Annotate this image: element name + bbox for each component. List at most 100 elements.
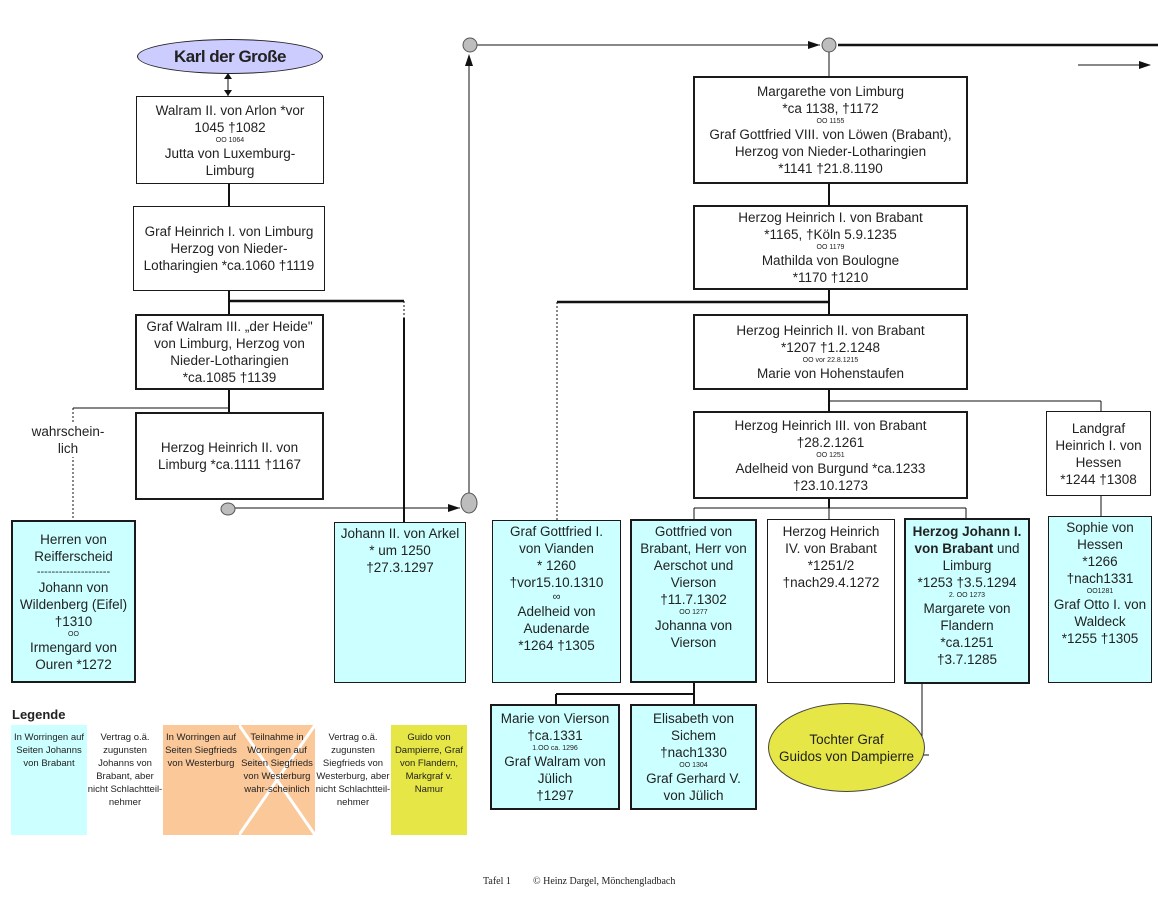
margarethe-line: *ca 1138, †1172 [782,101,879,116]
heinrich-ii-brabant-line: Marie von Hohenstaufen [756,366,905,381]
marriage-note: 2. OO 1273 [948,592,986,599]
marriage-note: OO 1277 [679,609,708,616]
heinrich-i-brabant-line: *1170 †1210 [792,270,869,285]
marriage-note: OO 1304 [679,762,708,769]
heinrich-ii-limburg-line: Herzog Heinrich II. von [160,440,299,455]
heinrich-ii-limburg-box: Herzog Heinrich II. von Limburg *ca.1111… [135,412,324,500]
gottfried-aerschot-line: Gottfried von [654,524,733,539]
marriage-note: ∞ [552,591,561,603]
vianden-line: von Vianden [519,541,594,556]
johann-i-line: Flandern [940,618,994,633]
johann-i-line: †3.7.1285 [936,652,998,667]
marriage-note: OO 1251 [816,451,845,459]
heinrich-ii-limburg-line: Limburg *ca.1111 †1167 [157,457,302,472]
hessen-line: Hessen [1075,454,1122,470]
reifferscheid-line: Ouren *1272 [35,656,112,672]
tochter-line: Guidos von Dampierre [778,748,915,764]
margarethe-line: Graf Gottfried VIII. von Löwen (Brabant)… [709,127,952,142]
johann-i-line: *1253 †3.5.1294 [917,575,1017,590]
wahrscheinlich-line: wahrschein- [31,424,105,439]
marie-vierson-line: †1297 [536,788,574,803]
elisabeth-line: †nach1330 [660,745,727,760]
gottfried-aerschot-line: Johanna von [654,618,733,633]
elisabeth-box: Elisabeth von Sichem †nach1330 OO 1304 G… [630,704,757,810]
marie-vierson-line: †ca.1331 [527,728,583,743]
heinrich-i-limburg-line: Herzog von Nieder- [170,241,288,256]
legend-title: Legende [12,707,66,722]
gottfried-aerschot-line: Vierson [670,635,717,650]
walram-ii-line: Jutta von Luxemburg- [164,145,296,161]
johann-i-line: Limburg [942,558,992,573]
johann-i-line: Margarete von [923,601,1011,616]
legend-item-dampierre: Guido von Dampierre, Graf von Flandern, … [391,725,467,835]
heinrich-i-brabant-line: *1165, †Köln 5.9.1235 [764,227,897,242]
sophie-line: Waldeck [1074,614,1126,629]
johann-i-name: Herzog Johann I. [912,524,1022,539]
johann-i-title-line: von Brabant und [906,540,1028,557]
heinrich-i-brabant-line: Herzog Heinrich I. von Brabant [738,210,923,225]
sophie-box: Sophie von Hessen *1266 †nach1331 OO1281… [1048,516,1152,683]
arkel-line: †27.3.1297 [366,560,434,575]
heinrich-iv-line: Herzog Heinrich [782,524,880,539]
legend-item-johann-side: In Worringen auf Seiten Johanns von Brab… [11,725,87,835]
vianden-line: Adelheid von [517,604,596,619]
marriage-note: OO vor 22.8.1215 [802,357,859,364]
gottfried-aerschot-line: Vierson [670,575,717,590]
reifferscheid-line: Reifferscheid [34,548,113,564]
arkel-line: * um 1250 [369,543,431,558]
marriage-note: OO [68,630,79,638]
junction-dot [220,502,236,516]
wahrscheinlich-line: lich [57,441,79,456]
junction-dot [462,37,478,53]
heinrich-i-limburg-line: Graf Heinrich I. von Limburg [144,224,314,239]
gottfried-aerschot-line: †11.7.1302 [660,592,727,607]
sophie-line: Sophie von [1066,520,1134,535]
sophie-line: †nach1331 [1066,571,1134,586]
walram-ii-line: Walram II. von Arlon *vor [155,102,305,118]
walram-ii-line: 1045 †1082 [194,119,266,135]
marriage-note: OO 1179 [816,244,845,251]
arkel-line: Johann II. von Arkel [340,526,460,541]
legend-item-siegfried-contract: Vertrag o.ä. zugunsten Siegfrieds von We… [315,725,391,835]
heinrich-iv-line: *1251/2 [807,558,855,573]
walram-iii-line: von Limburg, Herzog von [154,336,305,351]
elisabeth-line: Elisabeth von [652,711,735,726]
johann-i-name-bold: von Brabant [914,541,994,556]
heinrich-iii-brabant-line: Herzog Heinrich III. von Brabant [734,417,927,433]
junction-dot [821,37,837,53]
vianden-box: Graf Gottfried I. von Vianden * 1260 †vo… [492,520,621,683]
elisabeth-line: von Jülich [663,788,724,803]
vianden-line: †vor15.10.1310 [509,575,604,590]
walram-iii-line: *ca.1085 †1139 [182,370,277,385]
sophie-line: Hessen [1077,537,1123,552]
sophie-line: *1255 †1305 [1061,631,1139,646]
reifferscheid-line: Johann von [38,579,109,595]
heinrich-ii-brabant-box: Herzog Heinrich II. von Brabant *1207 †1… [693,314,968,390]
marie-vierson-line: Graf Walram von [504,754,606,769]
vianden-line: *1264 †1305 [518,638,595,653]
wahrscheinlich-label: wahrschein- lich [20,423,116,457]
legend-text: Vertrag o.ä. zugunsten Siegfrieds von We… [315,732,391,808]
marie-vierson-line: Jülich [537,771,573,786]
heinrich-ii-brabant-line: *1207 †1.2.1248 [780,340,881,355]
junction-dot [460,492,478,514]
karl-label: Karl der Große [173,46,287,66]
marriage-note: OO1281 [1086,588,1114,595]
legend-text: Teilnahme in Worringen auf Seiten Siegfr… [241,732,313,795]
johann-i-box: Herzog Johann I. von Brabant und Limburg… [904,518,1030,684]
johann-i-title-rest: und [993,541,1020,556]
heinrich-iii-brabant-box: Herzog Heinrich III. von Brabant †28.2.1… [693,411,968,499]
hessen-box: Landgraf Heinrich I. von Hessen *1244 †1… [1046,411,1151,496]
hessen-line: Landgraf [1071,420,1126,436]
reifferscheid-box: Herren von Reifferscheid ---------------… [11,520,136,683]
heinrich-iv-line: †nach29.4.1272 [782,575,880,590]
tochter-line: Tochter Graf [809,731,884,747]
heinrich-iii-brabant-line: Adelheid von Burgund *ca.1233 [735,460,926,476]
vianden-line: Audenarde [523,621,590,636]
walram-iii-line: Nieder-Lotharingien [170,353,289,368]
margarethe-line: Herzog von Nieder-Lotharingien [734,144,927,159]
legend-item-siegfried-side: In Worringen auf Seiten Siegfrieds von W… [163,725,239,835]
heinrich-iii-brabant-line: †23.10.1273 [792,477,869,493]
marriage-note: 1.OO ca. 1296 [532,745,578,752]
heinrich-ii-brabant-line: Herzog Heinrich II. von Brabant [736,323,925,338]
